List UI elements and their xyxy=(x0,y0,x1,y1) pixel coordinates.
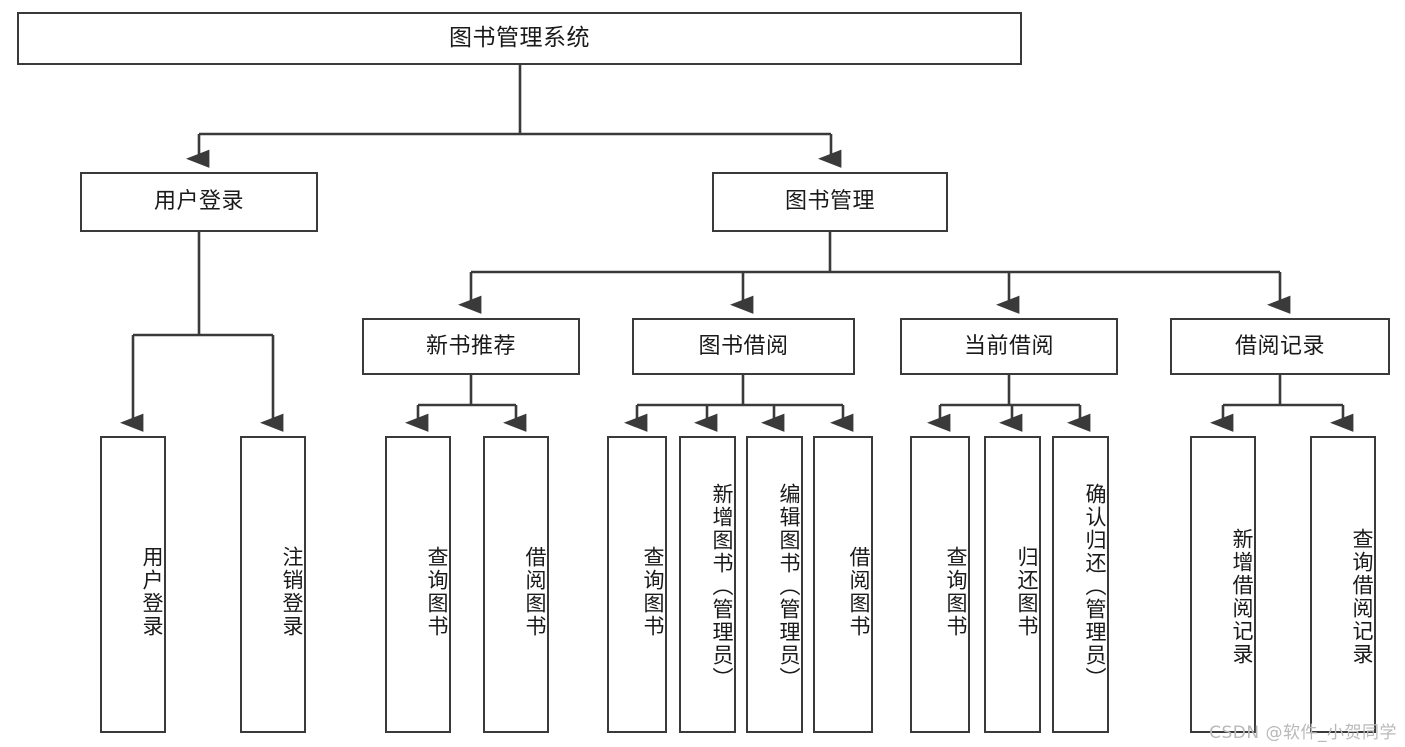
node-book-manage-label: 图书管理 xyxy=(784,189,875,215)
node-root[interactable]: 图书管理系统 xyxy=(17,12,1022,65)
node-leaf-query-record-label: 查询借阅记录 xyxy=(1350,527,1374,666)
node-leaf-borrow-book-1[interactable]: 借阅图书 xyxy=(483,436,549,733)
node-borrow-record-label: 借阅记录 xyxy=(1234,333,1325,359)
node-user-login[interactable]: 用户登录 xyxy=(80,172,318,232)
node-leaf-user-login-label: 用户登录 xyxy=(140,545,164,638)
node-leaf-add-record-label: 新增借阅记录 xyxy=(1230,527,1254,666)
node-leaf-user-login[interactable]: 用户登录 xyxy=(100,436,166,733)
node-leaf-confirm-return-label: 确认归还（管理员） xyxy=(1083,483,1107,690)
node-leaf-return-book-label: 归还图书 xyxy=(1015,545,1039,638)
watermark-text: CSDN @软件_小贺同学 xyxy=(1209,723,1397,743)
node-borrow-record[interactable]: 借阅记录 xyxy=(1170,318,1390,375)
node-current-borrow[interactable]: 当前借阅 xyxy=(900,318,1118,375)
node-new-book-recommend-label: 新书推荐 xyxy=(425,333,516,359)
node-current-borrow-label: 当前借阅 xyxy=(963,333,1054,359)
node-leaf-edit-book-label: 编辑图书（管理员） xyxy=(777,483,801,690)
node-leaf-return-book[interactable]: 归还图书 xyxy=(984,436,1041,733)
node-leaf-query-record[interactable]: 查询借阅记录 xyxy=(1310,436,1376,733)
node-leaf-query-book-2[interactable]: 查询图书 xyxy=(607,436,667,733)
node-book-manage[interactable]: 图书管理 xyxy=(712,172,948,232)
node-book-borrow-label: 图书借阅 xyxy=(698,333,789,359)
node-leaf-add-book[interactable]: 新增图书（管理员） xyxy=(679,436,736,733)
node-leaf-add-record[interactable]: 新增借阅记录 xyxy=(1190,436,1256,733)
node-leaf-confirm-return[interactable]: 确认归还（管理员） xyxy=(1052,436,1109,733)
node-leaf-query-book-3-label: 查询图书 xyxy=(944,545,968,638)
node-leaf-query-book-3[interactable]: 查询图书 xyxy=(910,436,970,733)
node-leaf-add-book-label: 新增图书（管理员） xyxy=(710,483,734,690)
node-leaf-query-book-2-label: 查询图书 xyxy=(641,545,665,638)
node-leaf-query-book-1[interactable]: 查询图书 xyxy=(385,436,451,733)
node-leaf-borrow-book-2[interactable]: 借阅图书 xyxy=(813,436,873,733)
node-root-label: 图书管理系统 xyxy=(449,24,590,51)
node-leaf-logout[interactable]: 注销登录 xyxy=(240,436,306,733)
node-leaf-borrow-book-1-label: 借阅图书 xyxy=(523,545,547,638)
node-book-borrow[interactable]: 图书借阅 xyxy=(632,318,855,375)
node-leaf-query-book-1-label: 查询图书 xyxy=(425,545,449,638)
node-new-book-recommend[interactable]: 新书推荐 xyxy=(362,318,580,375)
node-leaf-edit-book[interactable]: 编辑图书（管理员） xyxy=(746,436,803,733)
node-leaf-logout-label: 注销登录 xyxy=(280,545,304,638)
node-user-login-label: 用户登录 xyxy=(153,189,244,215)
node-leaf-borrow-book-2-label: 借阅图书 xyxy=(847,545,871,638)
